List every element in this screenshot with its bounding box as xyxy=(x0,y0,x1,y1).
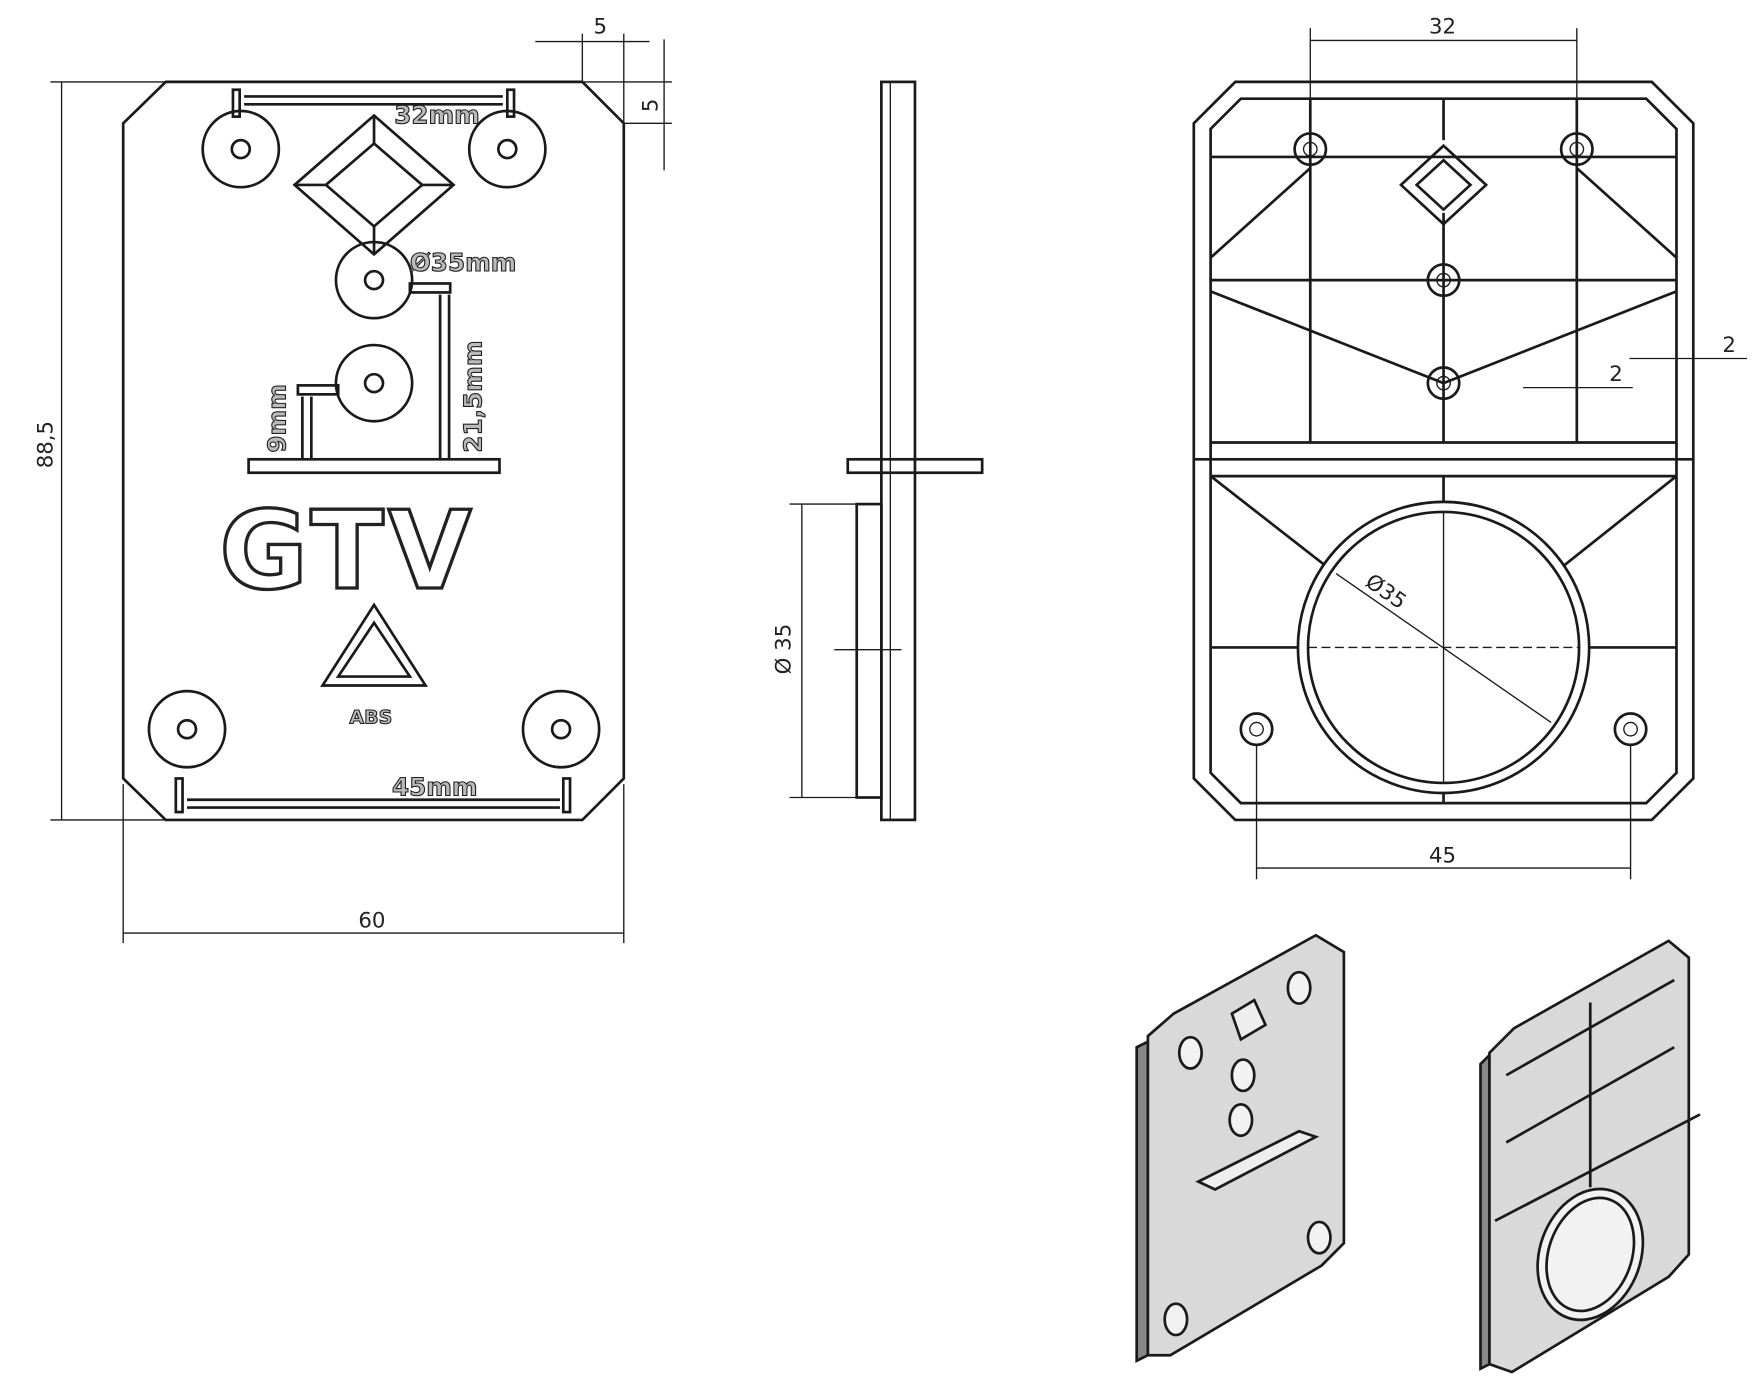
front-plate-outline xyxy=(121,80,626,822)
emboss-45mm: 45mm xyxy=(392,772,478,801)
front-isometric xyxy=(1135,933,1346,1363)
dim-rear-rib-inner: 2 xyxy=(1609,362,1623,387)
dim-rear-45: 45 xyxy=(1429,843,1456,868)
emboss-d35mm: Ø35mm xyxy=(410,248,517,277)
dim-width: 60 xyxy=(358,908,385,933)
rear-view: 32 2 2 Ø35 45 xyxy=(1192,15,1748,880)
emboss-abs: ABS xyxy=(349,707,392,729)
rear-isometric xyxy=(1479,939,1701,1374)
front-dimension-lines xyxy=(50,33,672,944)
front-view: 32mm Ø35mm 21,5mm 9mm GTV ABS 45mm 5 5 8… xyxy=(34,15,672,944)
dim-corner-vertical: 5 xyxy=(638,99,663,113)
emboss-21-5mm: 21,5mm xyxy=(459,341,488,453)
embossed-arrows xyxy=(174,88,572,814)
dim-rear-32: 32 xyxy=(1429,15,1456,40)
rear-dimension-lines xyxy=(1255,28,1748,880)
side-view: Ø 35 xyxy=(772,80,984,822)
recycle-icon xyxy=(320,602,429,687)
dim-corner-horizontal: 5 xyxy=(594,15,608,40)
logo-gtv: GTV xyxy=(220,489,476,614)
diamond-emboss xyxy=(292,113,456,257)
mounting-holes xyxy=(147,109,601,769)
emboss-32mm: 32mm xyxy=(394,100,480,129)
dim-height: 88,5 xyxy=(34,421,59,468)
emboss-9mm: 9mm xyxy=(263,384,292,452)
dim-boss-diameter: Ø 35 xyxy=(772,624,797,675)
dim-rear-rib-outer: 2 xyxy=(1722,333,1736,358)
